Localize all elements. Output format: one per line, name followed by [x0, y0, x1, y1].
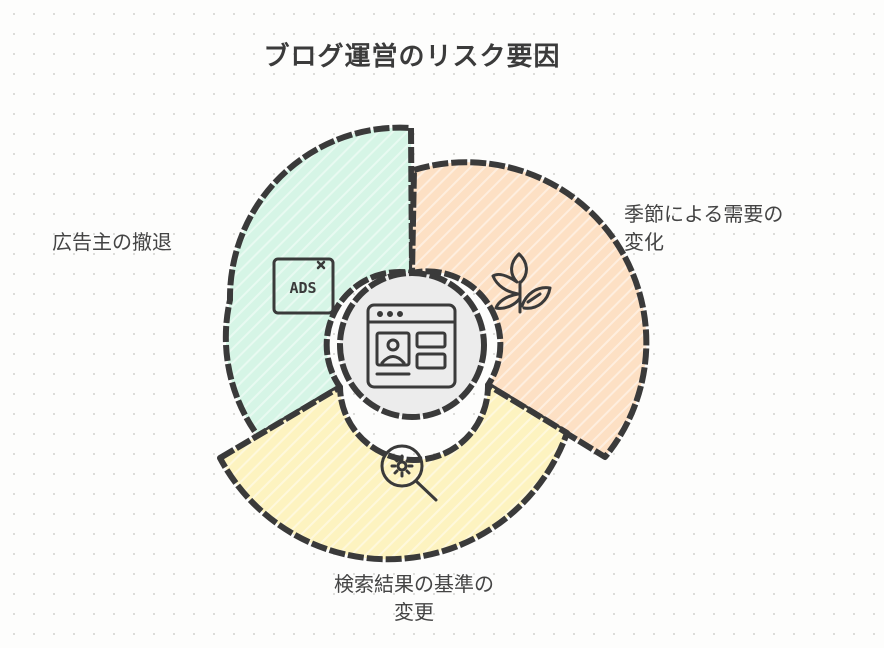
label-line: 変更	[394, 600, 434, 624]
label-ads-withdrawal: 広告主の撤退	[52, 228, 172, 256]
label-line: 検索結果の基準の	[334, 572, 494, 596]
svg-text:ADS: ADS	[289, 279, 316, 297]
magnifier-gear-icon	[380, 444, 438, 502]
diagram-title: ブログ運営のリスク要因	[263, 42, 561, 72]
segment-ads	[222, 124, 415, 439]
label-line: 広告主の撤退	[52, 230, 172, 254]
leaf-icon	[491, 252, 552, 314]
label-line: 変化	[624, 230, 664, 254]
ads-icon: ADS	[272, 257, 335, 315]
browser-window-icon	[366, 303, 457, 389]
center-hub	[337, 270, 487, 420]
label-search-criteria-change: 検索結果の基準の 変更	[314, 570, 514, 626]
label-line: 季節による需要の	[624, 202, 784, 226]
label-seasonal-demand: 季節による需要の 変化	[624, 200, 783, 256]
segment-search	[217, 382, 570, 563]
